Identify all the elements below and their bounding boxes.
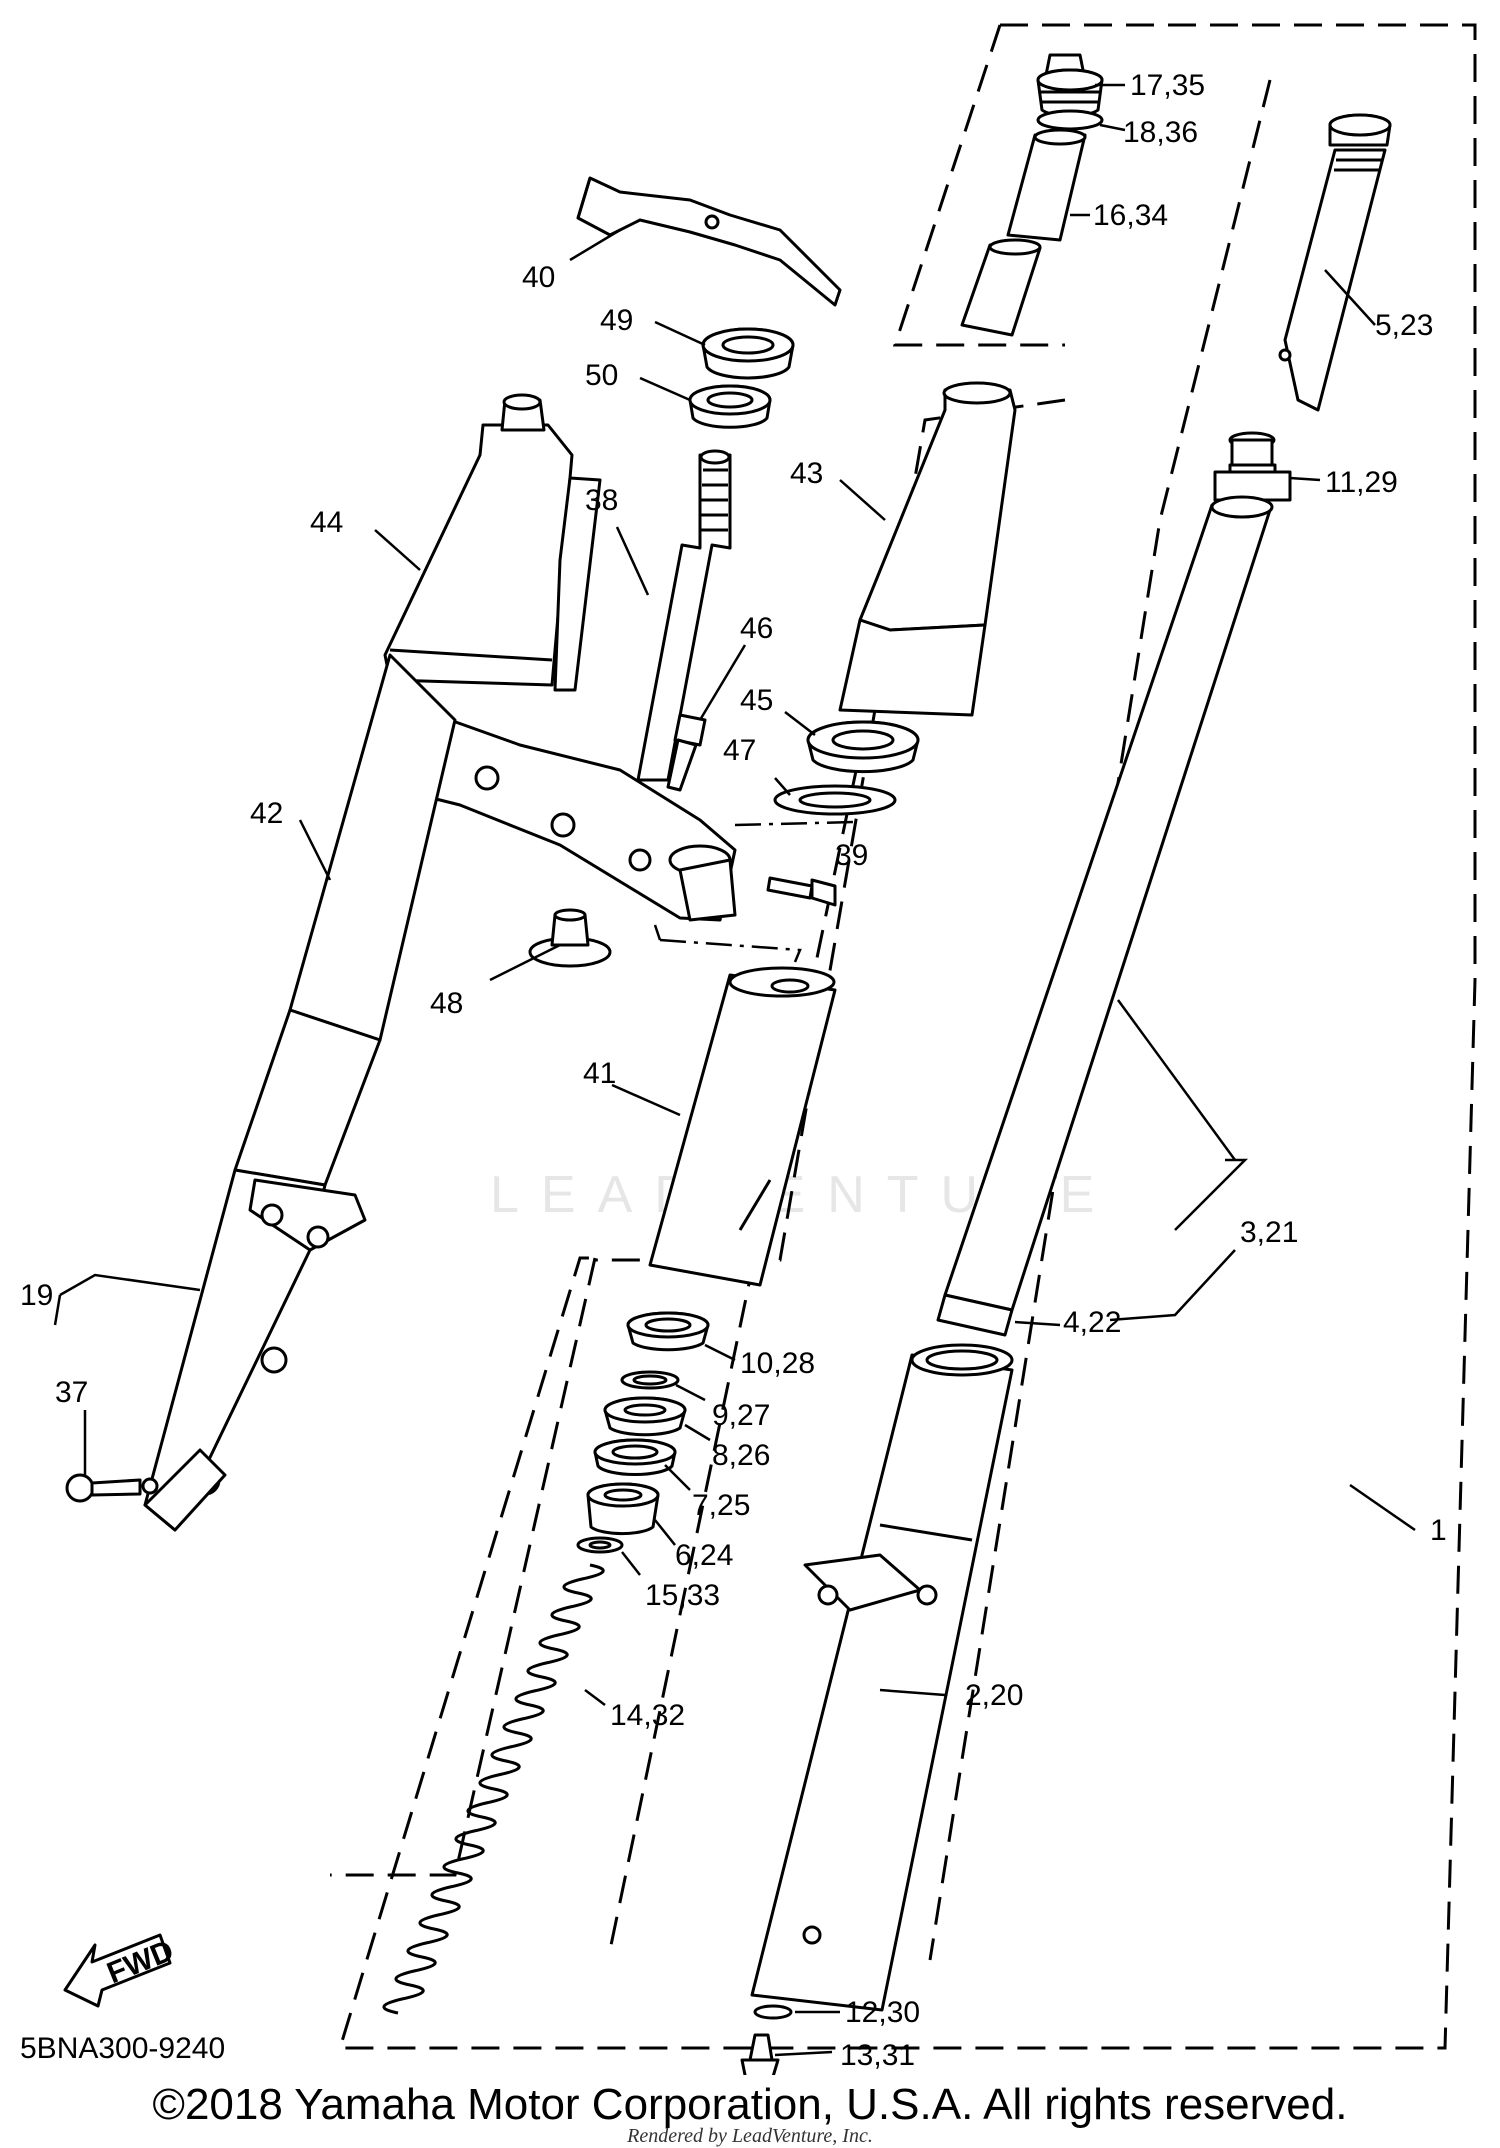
headlight-bracket — [576, 176, 842, 307]
alignment-line-3 — [653, 924, 662, 941]
axle-pinch-bolt — [65, 1473, 159, 1503]
leader-lines — [53, 83, 1416, 2057]
callout-16-34: 16,34 — [1093, 199, 1168, 232]
damper-rod — [1278, 113, 1392, 412]
cap-nut — [528, 908, 612, 968]
copyright-notice: ©2018 Yamaha Motor Corporation, U.S.A. A… — [152, 2080, 1348, 2129]
under-bracket — [398, 718, 737, 922]
inner-tube — [943, 495, 1274, 1312]
callout-48: 48 — [430, 987, 463, 1020]
kit-boundary-outer-right — [928, 79, 1272, 1961]
drain-bolt — [740, 2033, 780, 2075]
callout-47: 47 — [723, 734, 756, 767]
left-fork-cover — [383, 393, 602, 692]
rendered-by-credit: Rendered by LeadVenture, Inc. — [627, 2125, 873, 2147]
callout-37: 37 — [55, 1376, 88, 1409]
oil-seal — [603, 1396, 687, 1437]
left-fork-leg — [143, 653, 457, 1532]
spacer-upper — [1006, 128, 1087, 242]
clamp-bolt-lower — [766, 876, 837, 907]
callout-5-23: 5,23 — [1375, 309, 1433, 342]
fork-cover-tube — [648, 966, 837, 1287]
callout-40: 40 — [522, 261, 555, 294]
callout-50: 50 — [585, 359, 618, 392]
callout-43: 43 — [790, 457, 823, 490]
seal-washer — [593, 1438, 677, 1476]
callout-42: 42 — [250, 797, 283, 830]
dust-seal — [626, 1311, 710, 1352]
callout-49: 49 — [600, 304, 633, 337]
callout-41: 41 — [583, 1057, 616, 1090]
right-fork-cover — [838, 381, 1017, 717]
drain-washer — [753, 2004, 793, 2020]
callout-2-20: 2,20 — [965, 1679, 1023, 1712]
alignment-line-2 — [659, 938, 802, 963]
guide-bushing — [586, 1482, 660, 1536]
stopper-ring — [620, 1370, 680, 1390]
callout-3-21: 3,21 — [1240, 1216, 1298, 1249]
callout-6-24: 6,24 — [675, 1539, 733, 1572]
callout-10-28: 10,28 — [740, 1347, 815, 1380]
callout-19: 19 — [20, 1279, 53, 1312]
callout-12-30: 12,30 — [845, 1996, 920, 2029]
callout-7-25: 7,25 — [692, 1489, 750, 1522]
o-ring — [1036, 109, 1104, 131]
bearing-race — [688, 384, 772, 429]
callout-39: 39 — [835, 839, 868, 872]
callout-8-26: 8,26 — [712, 1439, 770, 1472]
outer-tube — [750, 1343, 1014, 2012]
callout-14-32: 14,32 — [610, 1699, 685, 1732]
callout-15-33: 15,33 — [645, 1579, 720, 1612]
callout-38: 38 — [585, 484, 618, 517]
alignment-line-1 — [734, 820, 856, 827]
kit-boundary-1 — [337, 23, 1477, 2050]
forward-direction-arrow: FWD — [63, 1933, 178, 2008]
callout-45: 45 — [740, 684, 773, 717]
kit-boundary-cover — [595, 398, 1066, 1262]
spring-seat — [576, 1536, 624, 1554]
clamp-bolt-upper — [666, 713, 707, 792]
callout-13-31: 13,31 — [840, 2039, 915, 2072]
kit-boundary-damper-rod — [892, 24, 1065, 347]
steering-bearing — [701, 327, 795, 380]
callout-9-27: 9,27 — [712, 1399, 770, 1432]
exploded-parts-diagram: FWD 1 2,20 3,21 4,22 5,23 6,24 7,25 8,26… — [20, 23, 1477, 2075]
callout-44: 44 — [310, 506, 343, 539]
kit-boundary-spring — [330, 1257, 597, 1877]
ring-nut — [806, 720, 920, 774]
oil-lock-piece — [1213, 431, 1292, 502]
callout-11-29: 11,29 — [1325, 466, 1398, 499]
callout-17-35: 17,35 — [1130, 69, 1205, 102]
callout-4-22: 4,22 — [1063, 1306, 1121, 1339]
slide-bushing — [936, 1293, 1014, 1337]
lock-washer — [773, 784, 897, 816]
diagram-code: 5BNA300-9240 — [20, 2032, 225, 2065]
callout-1: 1 — [1430, 1514, 1447, 1547]
callout-18-36: 18,36 — [1123, 116, 1198, 149]
fork-spring — [382, 1563, 605, 2015]
spacer-lower — [960, 238, 1042, 337]
callout-46: 46 — [740, 612, 773, 645]
cap-bolt — [1036, 53, 1104, 118]
